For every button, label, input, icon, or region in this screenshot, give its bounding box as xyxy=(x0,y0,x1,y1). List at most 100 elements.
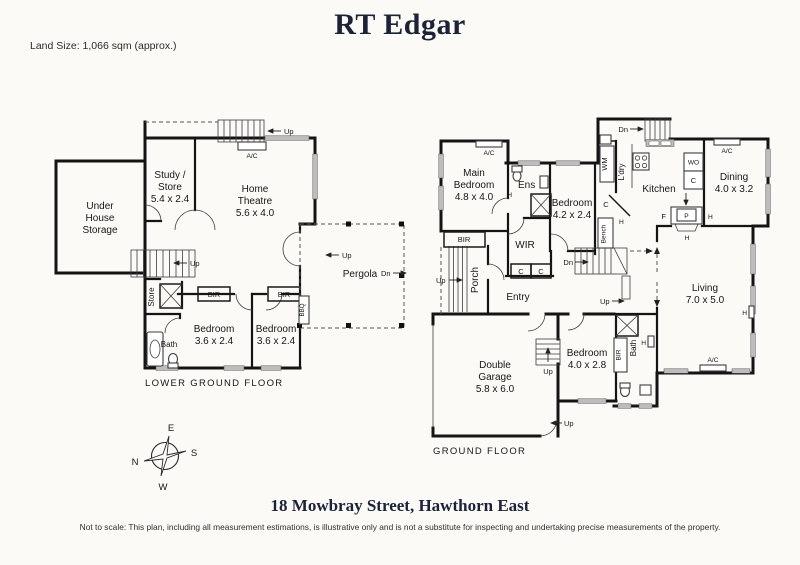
lower-doors xyxy=(144,204,301,334)
ground-doors xyxy=(487,197,585,437)
room-label-study: Store xyxy=(158,182,182,193)
c-label: C xyxy=(538,267,544,276)
room-label-under-house: Storage xyxy=(82,225,117,236)
room-label-kitchen: Kitchen xyxy=(642,184,675,195)
room-label-theatre: Theatre xyxy=(238,196,273,207)
room-label-entry: Entry xyxy=(506,292,529,303)
room-label-bedroom: Bedroom xyxy=(552,198,593,209)
room-label-bedroom-dim: 3.6 x 2.4 xyxy=(195,336,234,347)
pergola-area: Pergola Dn Up BBQ xyxy=(297,221,407,329)
ac-label: A/C xyxy=(722,148,733,155)
compass-n: N xyxy=(132,457,139,468)
stairs-dn-label: Dn xyxy=(618,125,628,134)
ldry-label: L'dry xyxy=(617,163,626,180)
compass-w: W xyxy=(159,482,168,493)
c-label: C xyxy=(518,267,524,276)
garage-stairs: Up Up xyxy=(535,338,574,428)
ensuite-fixtures: H Ens xyxy=(507,165,552,217)
room-label-living-dim: 7.0 x 5.0 xyxy=(686,295,725,306)
ac-label: A/C xyxy=(484,150,495,157)
room-label-garage: Garage xyxy=(478,372,512,383)
room-label-under-house: House xyxy=(86,213,115,224)
c-label: C xyxy=(691,176,697,185)
h-label: H xyxy=(742,310,747,317)
bir-label: BIR xyxy=(616,349,623,360)
room-label-ens: Ens xyxy=(518,180,535,191)
brand-logo: RT Edgar xyxy=(334,8,466,41)
room-label-main-bedroom: Main xyxy=(463,168,485,179)
bathroom-fixtures: Bath xyxy=(146,331,179,369)
stairs-up-label: Up xyxy=(600,297,610,306)
living-fixtures: H A/C xyxy=(699,305,755,372)
h-label: H xyxy=(641,340,646,347)
stairs-up-label: Up xyxy=(543,367,553,376)
bir-label: BIR xyxy=(208,290,221,299)
property-address: 18 Mowbray Street, Hawthorn East xyxy=(270,496,530,515)
room-label-garage: Double xyxy=(479,360,511,371)
room-label-bedroom-dim: 3.6 x 2.4 xyxy=(257,336,296,347)
compass-e: E xyxy=(168,423,174,434)
land-size-text: Land Size: 1,066 sqm (approx.) xyxy=(30,40,177,52)
c-label: C xyxy=(603,200,609,209)
bath-label: Bath xyxy=(629,340,638,356)
wir-closets: WIR C C xyxy=(510,240,552,279)
room-label-bedroom-dim: 4.0 x 2.8 xyxy=(568,360,607,371)
room-label-under-house: Under xyxy=(86,201,114,212)
lower-floor-title: LOWER GROUND FLOOR xyxy=(145,378,283,389)
dining-fixtures: A/C xyxy=(713,138,741,155)
room-label-living: Living xyxy=(692,283,718,294)
kitchen-fixtures: WO C xyxy=(631,139,704,190)
wo-label: WO xyxy=(688,160,699,167)
room-label-bedroom: Bedroom xyxy=(256,324,297,335)
garage-up-label: Up xyxy=(564,419,574,428)
room-label-wir: WIR xyxy=(515,240,534,251)
bbq-label: BBQ xyxy=(299,303,306,316)
compass-star xyxy=(143,435,187,477)
h-label: H xyxy=(619,219,624,226)
ground-floor-plan: Dn Dn Up Up Up Up P xyxy=(431,117,771,457)
h-label: H xyxy=(685,235,690,242)
store-closet: Store xyxy=(147,283,183,309)
f-label: F xyxy=(661,212,666,221)
laundry-fixtures: WM L'dry C H Bench xyxy=(597,134,631,249)
ground-walls xyxy=(431,117,770,438)
stairs-dn-label: Dn xyxy=(563,258,573,267)
room-label-porch: Porch xyxy=(470,267,481,293)
porch-steps: Up Porch xyxy=(436,246,481,314)
bath-label: Bath xyxy=(161,340,177,349)
ground-stairs-mid: Dn Up xyxy=(563,247,660,307)
lower-ground-floor-plan: Up A/C Up Store xyxy=(54,119,407,389)
stairs-up-label: Up xyxy=(190,259,200,268)
room-label-bedroom: Bedroom xyxy=(194,324,235,335)
room-label-main-bedroom: Bedroom xyxy=(454,180,495,191)
compass-circle xyxy=(150,441,180,471)
bench-label: Bench xyxy=(601,224,608,243)
room-label-pergola: Pergola xyxy=(343,269,378,280)
ac-label: A/C xyxy=(708,357,719,364)
room-label-theatre-dim: 5.6 x 4.0 xyxy=(236,208,275,219)
lower-stairs-top: Up A/C xyxy=(217,119,294,160)
lower-stairs-mid: Up xyxy=(130,249,200,278)
bathroom2-fixtures: BIR Bath H xyxy=(613,314,655,398)
compass-s: S xyxy=(191,448,197,459)
h-label: H xyxy=(708,214,713,221)
room-label-study: Study / xyxy=(154,170,185,181)
compass-rose: E S W N xyxy=(132,423,198,493)
bir-label: BIR xyxy=(278,290,291,299)
porch-up-label: Up xyxy=(436,276,446,285)
h-label: H xyxy=(507,192,512,199)
built-in-robes: BIR BIR xyxy=(197,286,301,302)
room-label-theatre: Home xyxy=(242,184,269,195)
wm-label: WM xyxy=(600,157,609,170)
ac-label: A/C xyxy=(247,153,258,160)
main-bedroom-fixtures: A/C BIR xyxy=(443,140,503,248)
bir-label: BIR xyxy=(458,235,471,244)
room-label-garage-dim: 5.8 x 6.0 xyxy=(476,384,515,395)
ground-floor-title: GROUND FLOOR xyxy=(433,446,526,457)
pergola-dn-label: Dn xyxy=(381,269,391,278)
fireplace: P F H H xyxy=(661,193,713,242)
room-label-bedroom-dim: 4.2 x 2.4 xyxy=(553,210,592,221)
room-label-dining: Dining xyxy=(720,172,748,183)
pergola-up-label: Up xyxy=(342,251,352,260)
